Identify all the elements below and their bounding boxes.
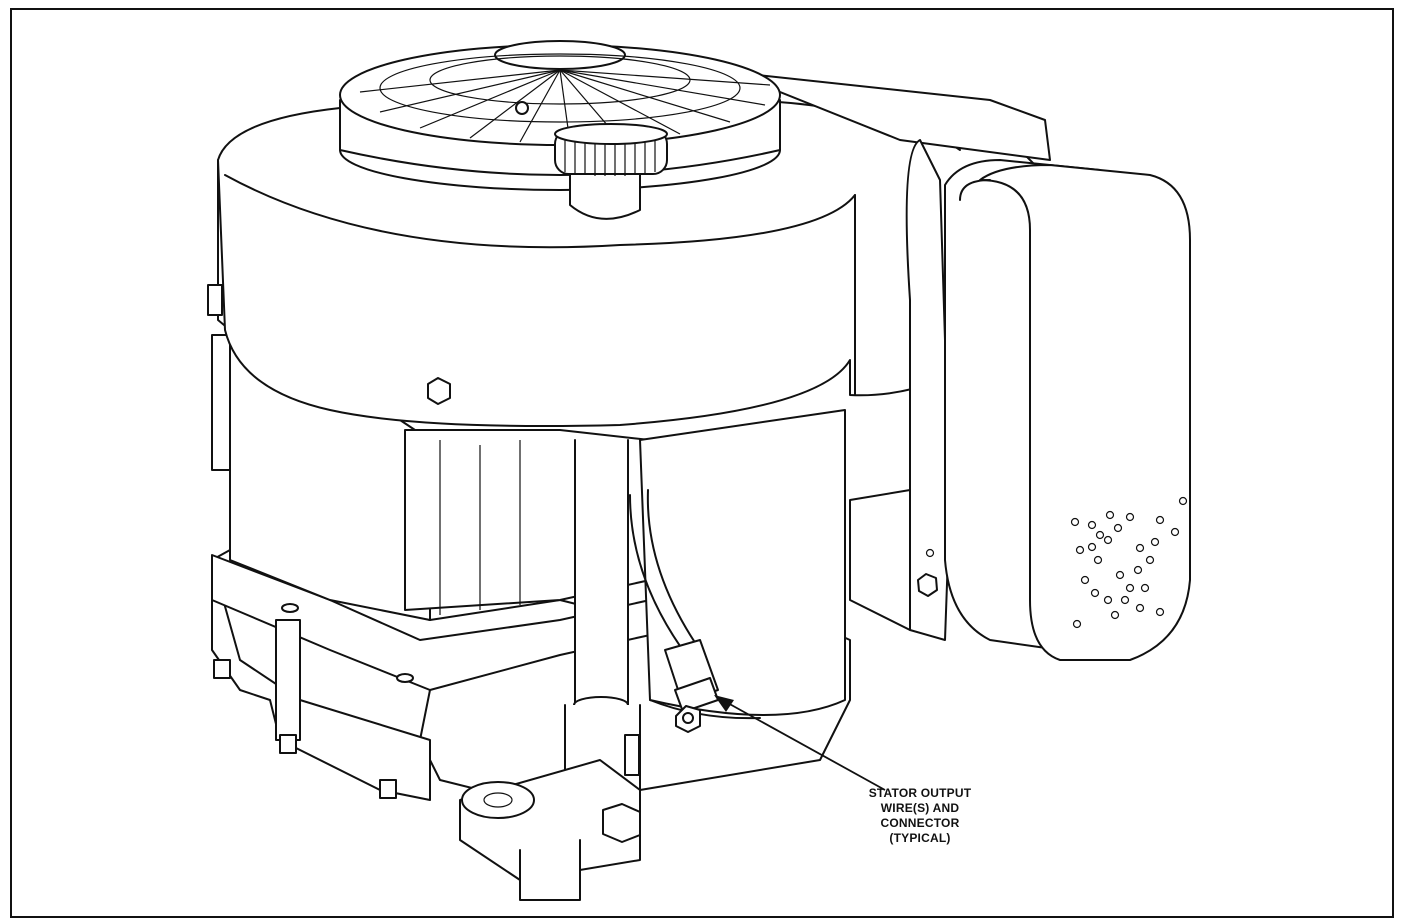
muffler — [849, 139, 1191, 661]
callout-arrow — [714, 695, 886, 791]
stator-housing — [629, 409, 846, 720]
callout-line-2: WIRE(S) AND — [880, 801, 960, 815]
oil-fill-cap — [554, 123, 668, 220]
callout-line-1: STATOR OUTPUT — [868, 786, 972, 800]
stator-connector — [664, 639, 719, 733]
stator-callout-label: STATOR OUTPUT WIRE(S) AND CONNECTOR (TYP… — [845, 786, 995, 846]
callout-line-3: CONNECTOR — [880, 816, 960, 830]
callout-line-4: (TYPICAL) — [889, 831, 951, 845]
dipstick-tube — [459, 439, 641, 901]
